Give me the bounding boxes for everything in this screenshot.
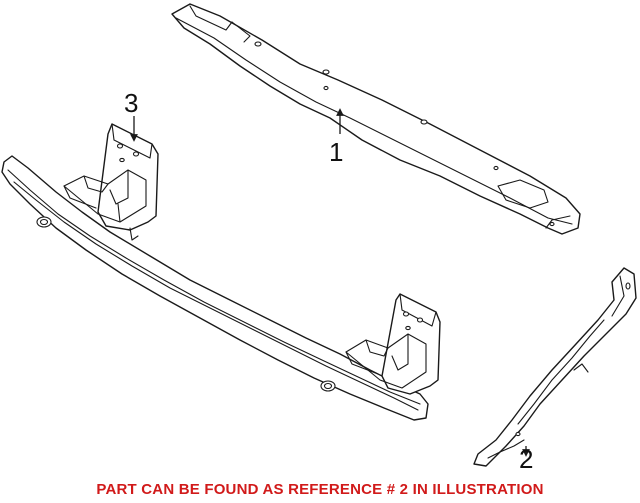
callout-label-1: 1 — [329, 137, 344, 167]
callout-label-3: 3 — [124, 88, 139, 118]
part-3-lower-beam — [1, 123, 441, 421]
callout-label-2: 2 — [519, 444, 534, 474]
reference-note: PART CAN BE FOUND AS REFERENCE # 2 IN IL… — [96, 481, 544, 498]
left-mount-bracket — [63, 123, 159, 241]
part-1-upper-crossmember — [171, 3, 581, 235]
right-mount-bracket — [345, 293, 441, 395]
part-2-brace — [473, 267, 637, 467]
